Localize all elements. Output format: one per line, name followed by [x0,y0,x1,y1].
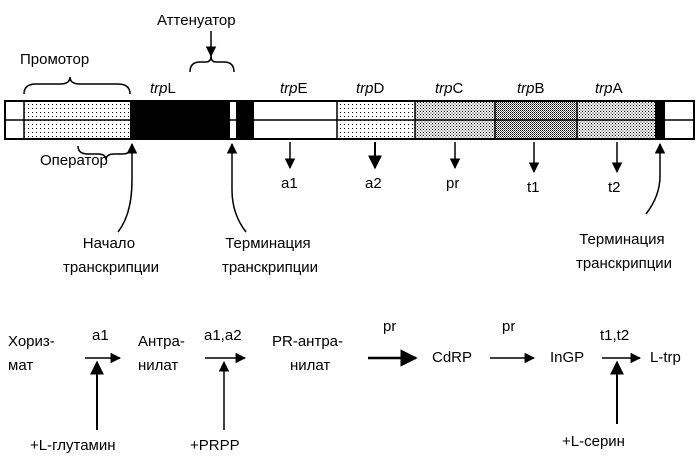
pathway-step-anthranilate: Антра- нилат [138,333,189,374]
cofactor-l-glutamine: +L-глутамин [30,437,116,454]
operon-strip [4,100,695,140]
cofactor-prpp: +PRPP [190,437,240,454]
promoter-brace [23,76,131,95]
enzyme-a1: a1 [92,327,109,344]
attenuator-brace [189,55,235,73]
product-pr: pr [446,175,459,192]
termination-label-2: Терминация транскрипции [576,231,672,272]
pathway-step-cdrp: CdRP [432,349,472,366]
gene-label-trpC: trpC [435,80,464,97]
pathway-step-chorismate: Хориз- мат [8,333,59,374]
attenuator-label: Аттенуатор [157,12,236,29]
pathway-step-pr-anthranilate: PR-антра- нилат [272,333,347,374]
enzyme-a1-a2: a1,a2 [204,327,242,344]
transcription-start-arrow [117,142,138,233]
enzyme-t1-t2: t1,t2 [600,327,629,344]
termination-arrow-1 [226,142,247,233]
promoter-label: Промотор [20,51,89,68]
product-a1: a1 [281,175,298,192]
cofactor-l-serine: +L-серин [562,433,625,450]
product-a2: a2 [365,175,382,192]
enzyme-pr-2: pr [502,318,515,335]
pathway: Хориз- мат Антра- нилат PR-антра- нилат … [8,318,681,454]
gene-label-trpD: trpD [356,80,385,97]
transcription-start-label: Начало транскрипции [63,235,159,276]
pathway-step-ingp: InGP [550,349,584,366]
operator-label: Оператор [40,152,108,169]
operator-brace [77,145,133,161]
termination-label-1: Терминация транскрипции [222,235,318,276]
gene-label-trpA: trpA [595,80,623,97]
termination-arrow-2 [645,142,666,215]
product-t1: t1 [527,179,540,196]
gene-label-trpB: trpB [517,80,545,97]
pathway-step-ltrp: L-trp [650,349,681,366]
gene-products: a1 a2 pr t1 t2 [281,142,623,196]
gene-labels: trpL trpE trpD trpC trpB trpA [150,80,623,97]
enzyme-pr-1: pr [383,318,396,335]
gene-label-trpL: trpL [150,80,176,97]
product-t2: t2 [608,179,621,196]
gene-label-trpE: trpE [280,80,308,97]
